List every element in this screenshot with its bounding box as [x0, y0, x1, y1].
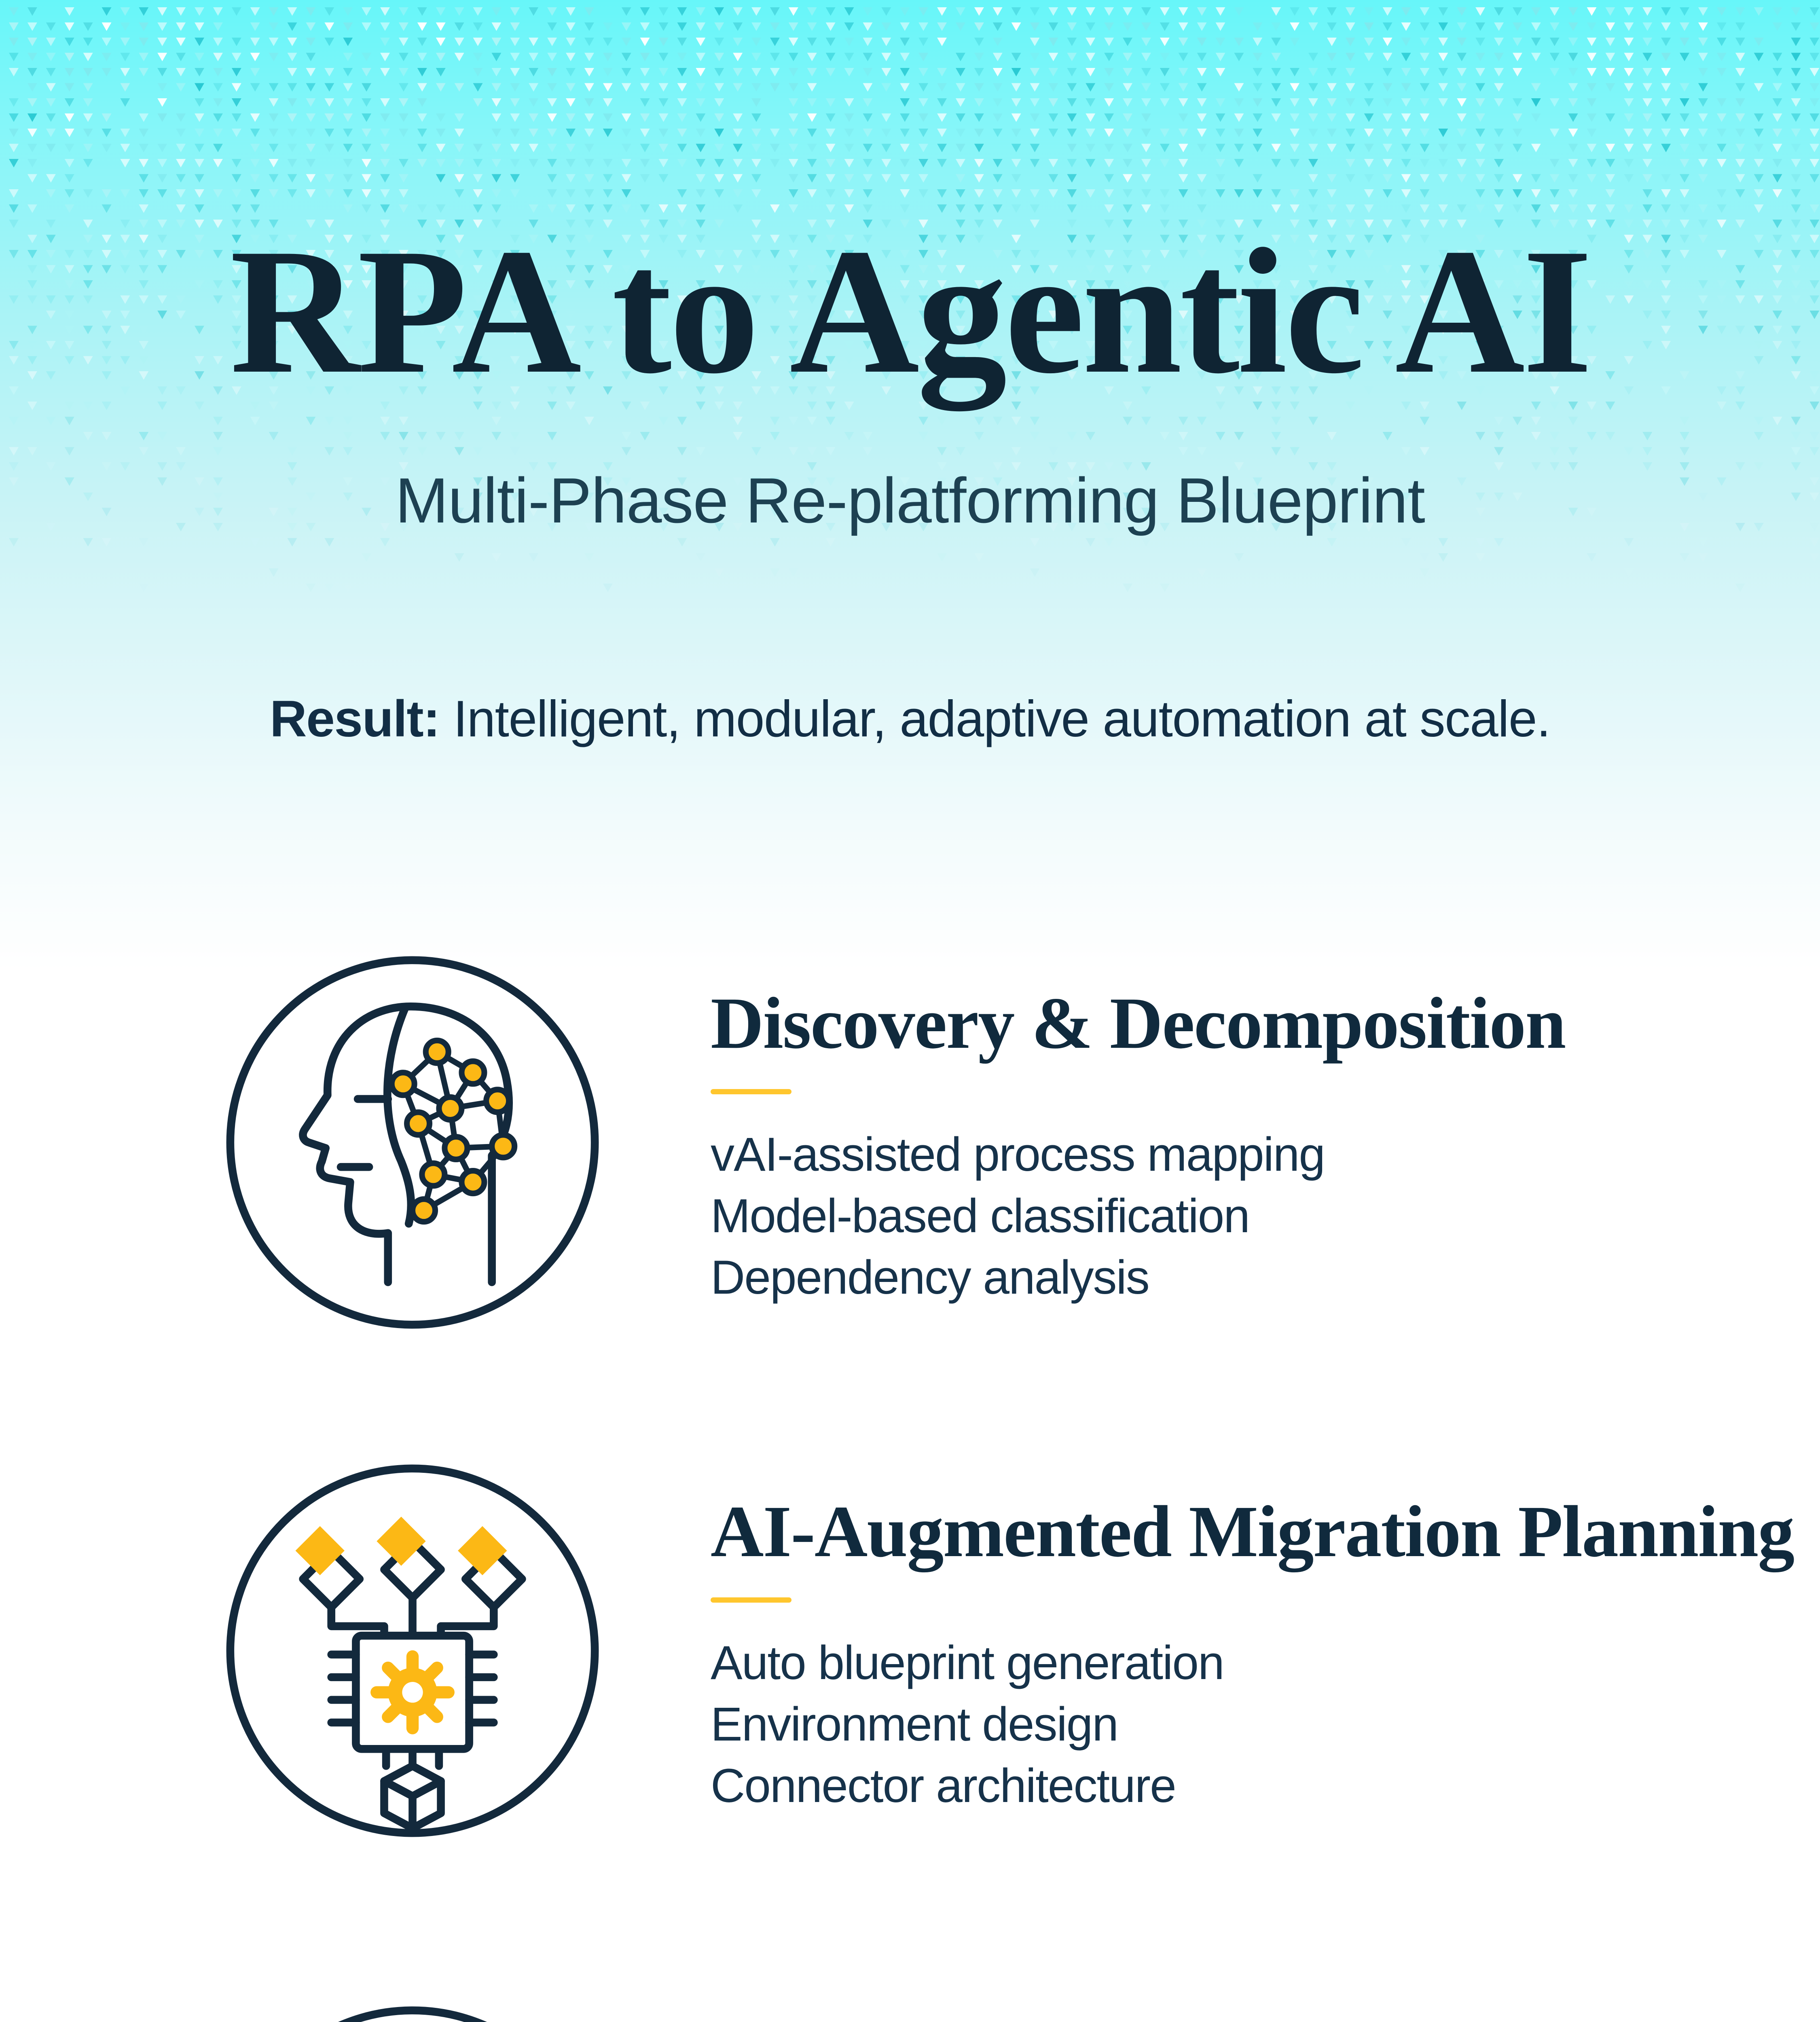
flowchart-gear-chip-icon — [226, 1464, 599, 1837]
section-heading: AI-Augmented Migration Planning — [711, 1491, 1795, 1572]
triangle-pattern — [9, 7, 1820, 592]
section-items: vAI-assisted process mapping Model-based… — [711, 1124, 1325, 1308]
list-item: vAI-assisted process mapping — [711, 1128, 1325, 1181]
list-item: Connector architecture — [711, 1759, 1177, 1813]
section-icon-circle — [224, 2004, 601, 2022]
section-refactoring: Refactoring & Modular Design Intent-driv… — [0, 2004, 1820, 2022]
result-label: Result: — [270, 690, 440, 747]
heading-underline — [711, 1597, 791, 1603]
heading-underline — [711, 1089, 791, 1094]
subtitle: Multi-Phase Re-platforming Blueprint — [395, 465, 1425, 536]
modular-flows-diagram-icon — [338, 2006, 487, 2022]
section-items: Auto blueprint generation Environment de… — [711, 1632, 1225, 1817]
section-discovery: Discovery & Decomposition vAI-assisted p… — [0, 954, 1820, 1331]
section-heading: Discovery & Decomposition — [711, 983, 1566, 1064]
section-migration-planning: AI-Augmented Migration Planning Auto blu… — [0, 1462, 1820, 1840]
list-item: Dependency analysis — [711, 1251, 1150, 1304]
section-icon-circle — [224, 954, 601, 1331]
list-item: Model-based classification — [711, 1189, 1250, 1243]
list-item: Auto blueprint generation — [711, 1636, 1225, 1690]
section-icon-circle — [224, 1462, 601, 1840]
result-text: Intelligent, modular, adaptive automatio… — [439, 690, 1551, 747]
hero-gradient-background — [0, 0, 1820, 971]
main-title: RPA to Agentic AI — [230, 212, 1592, 411]
head-neural-network-icon — [226, 956, 599, 1329]
result-line: Result: Intelligent, modular, adaptive a… — [0, 693, 1820, 745]
list-item: Environment design — [711, 1698, 1119, 1751]
